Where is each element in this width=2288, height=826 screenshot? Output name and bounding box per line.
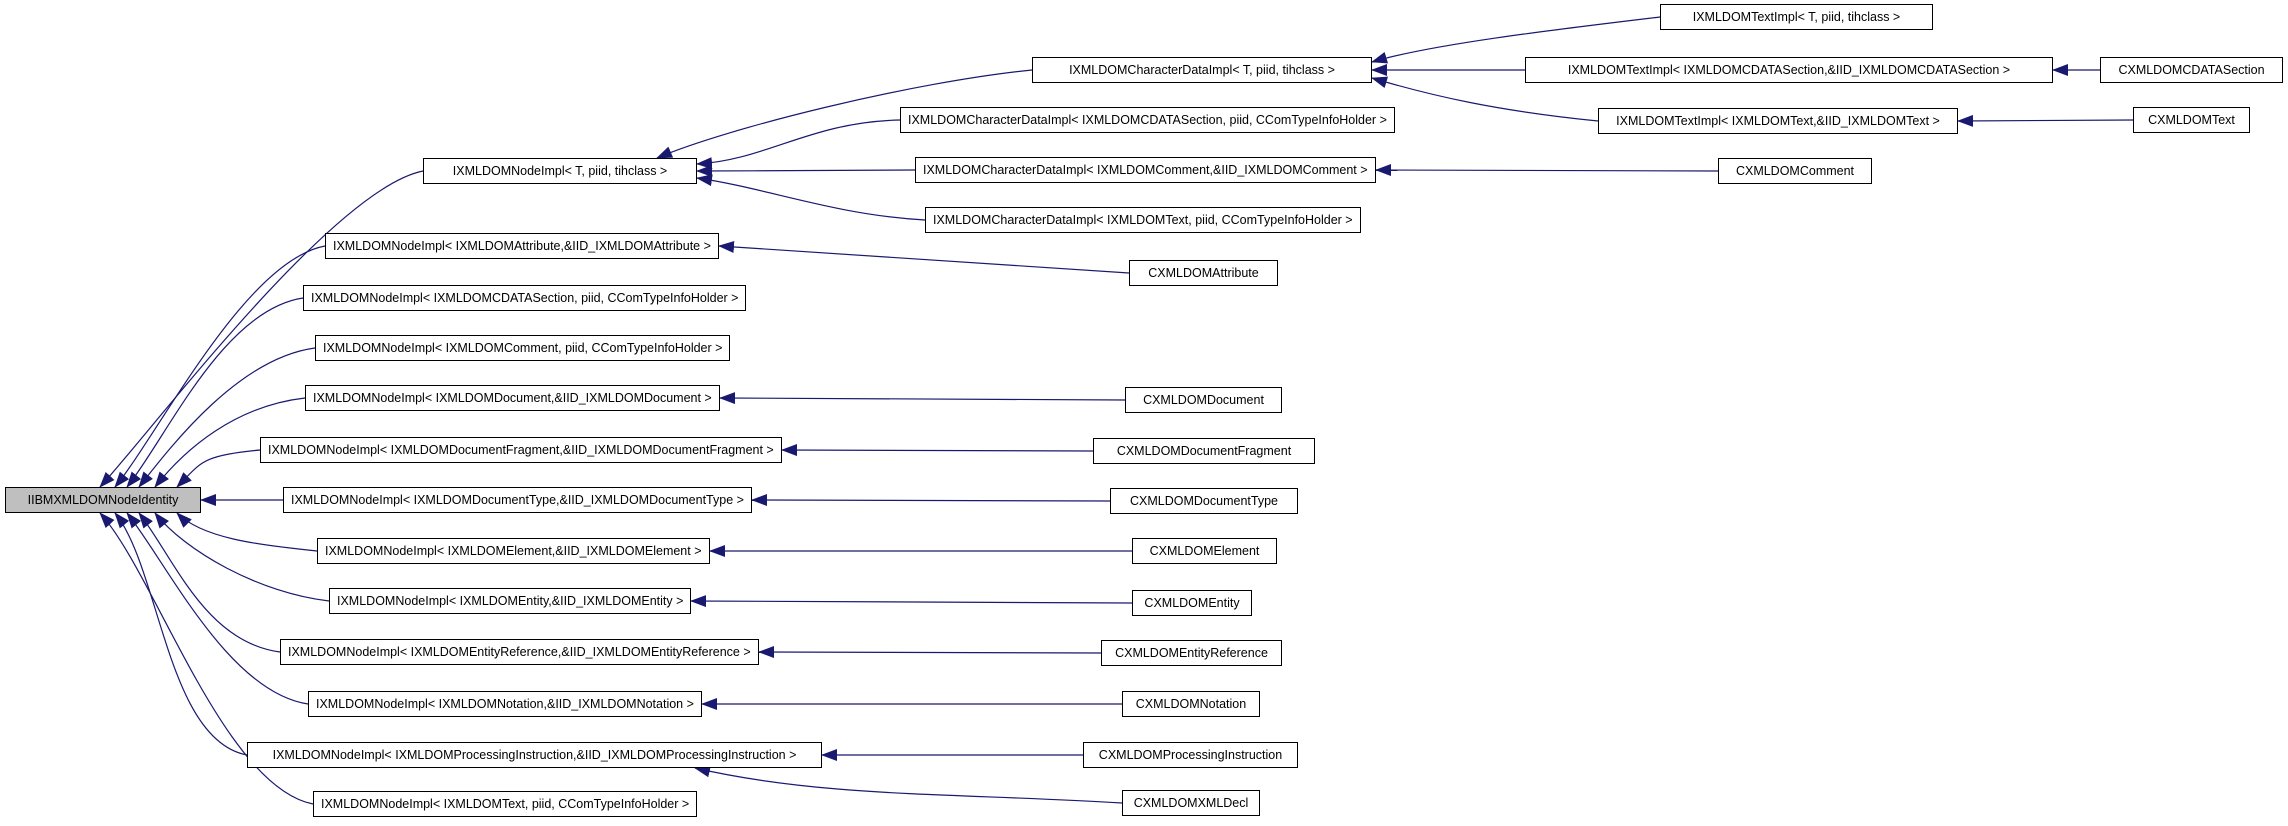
inheritance-edge-ni_pi-to-root xyxy=(114,512,248,756)
class-node-ti_cdata[interactable]: IXMLDOMTextImpl< IXMLDOMCDATASection,&II… xyxy=(1525,57,2053,83)
class-node-c_entity[interactable]: CXMLDOMEntity xyxy=(1132,590,1252,616)
inheritance-edge-ti_text-to-cd_t xyxy=(1371,76,1599,122)
class-node-c_doc[interactable]: CXMLDOMDocument xyxy=(1125,387,1282,413)
class-node-root: IIBMXMLDOMNodeIdentity xyxy=(5,487,201,513)
class-node-ni_docfrag[interactable]: IXMLDOMNodeImpl< IXMLDOMDocumentFragment… xyxy=(260,437,782,463)
inheritance-edge-cd_t-to-nodeimpl_t xyxy=(656,69,1033,159)
class-node-ni_cdata[interactable]: IXMLDOMNodeImpl< IXMLDOMCDATASection, pi… xyxy=(303,285,747,311)
inheritance-edge-c_entref-to-ni_entref xyxy=(758,646,1102,659)
class-node-c_entref[interactable]: CXMLDOMEntityReference xyxy=(1101,640,1282,666)
inheritance-edge-ni_entref-to-root xyxy=(138,512,281,653)
inheritance-edge-c_comment-to-cd_comment xyxy=(1375,164,1719,177)
inheritance-edge-nodeimpl_t-to-root xyxy=(99,170,424,488)
inheritance-edge-ni_comment-to-root xyxy=(138,347,316,488)
inheritance-edge-ni_docfrag-to-root xyxy=(176,449,261,488)
class-node-c_text[interactable]: CXMLDOMText xyxy=(2133,107,2250,133)
class-node-ni_doctype[interactable]: IXMLDOMNodeImpl< IXMLDOMDocumentType,&II… xyxy=(283,487,752,513)
inheritance-edge-ni_text-to-root xyxy=(99,512,314,805)
inheritance-edge-ni_entity-to-root xyxy=(154,512,330,602)
class-node-ni_text[interactable]: IXMLDOMNodeImpl< IXMLDOMText, piid, CCom… xyxy=(313,791,698,817)
class-node-c_pi[interactable]: CXMLDOMProcessingInstruction xyxy=(1083,742,1298,768)
class-node-c_doctype[interactable]: CXMLDOMDocumentType xyxy=(1110,488,1298,514)
class-node-ni_pi[interactable]: IXMLDOMNodeImpl< IXMLDOMProcessingInstru… xyxy=(247,742,822,768)
class-node-c_xmldecl[interactable]: CXMLDOMXMLDecl xyxy=(1122,790,1260,816)
inheritance-edge-c_text-to-ti_text xyxy=(1957,114,2134,127)
class-node-ti_text[interactable]: IXMLDOMTextImpl< IXMLDOMText,&IID_IXMLDO… xyxy=(1598,108,1958,134)
class-node-ti_t[interactable]: IXMLDOMTextImpl< T, piid, tihclass > xyxy=(1660,4,1933,30)
class-node-c_elem[interactable]: CXMLDOMElement xyxy=(1132,538,1277,564)
inheritance-edge-cd_comment-to-nodeimpl_t xyxy=(696,164,916,177)
class-node-c_cdatasec[interactable]: CXMLDOMCDATASection xyxy=(2100,57,2283,83)
class-node-ni_entref[interactable]: IXMLDOMNodeImpl< IXMLDOMEntityReference,… xyxy=(280,639,759,665)
inheritance-edge-ni_attr-to-root xyxy=(114,245,326,488)
class-node-nodeimpl_t[interactable]: IXMLDOMNodeImpl< T, piid, tihclass > xyxy=(423,158,697,184)
class-node-cd_cdata[interactable]: IXMLDOMCharacterDataImpl< IXMLDOMCDATASe… xyxy=(900,107,1395,133)
inheritance-edge-ni_notation-to-root xyxy=(126,512,309,705)
inheritance-edge-c_attr-to-ni_attr xyxy=(718,240,1130,274)
inheritance-edge-cd_text-to-nodeimpl_t xyxy=(696,174,926,221)
inheritance-edge-c_docfrag-to-ni_docfrag xyxy=(781,444,1094,457)
class-node-ni_elem[interactable]: IXMLDOMNodeImpl< IXMLDOMElement,&IID_IXM… xyxy=(317,538,710,564)
class-node-c_docfrag[interactable]: CXMLDOMDocumentFragment xyxy=(1093,438,1315,464)
class-node-cd_text[interactable]: IXMLDOMCharacterDataImpl< IXMLDOMText, p… xyxy=(925,207,1361,233)
inheritance-edge-c_doctype-to-ni_doctype xyxy=(751,494,1111,507)
inheritance-edge-c_xmldecl-to-ni_pi xyxy=(694,765,1123,804)
inheritance-edge-ni_cdata-to-root xyxy=(126,297,304,488)
class-node-cd_t[interactable]: IXMLDOMCharacterDataImpl< T, piid, tihcl… xyxy=(1032,57,1372,83)
class-node-ni_notation[interactable]: IXMLDOMNodeImpl< IXMLDOMNotation,&IID_IX… xyxy=(308,691,702,717)
class-node-c_comment[interactable]: CXMLDOMComment xyxy=(1718,158,1872,184)
inheritance-edge-ni_elem-to-root xyxy=(176,512,318,552)
class-node-ni_attr[interactable]: IXMLDOMNodeImpl< IXMLDOMAttribute,&IID_I… xyxy=(325,233,719,259)
inheritance-edge-ti_t-to-cd_t xyxy=(1371,16,1661,64)
class-node-ni_entity[interactable]: IXMLDOMNodeImpl< IXMLDOMEntity,&IID_IXML… xyxy=(329,588,692,614)
inheritance-edge-cd_cdata-to-nodeimpl_t xyxy=(696,119,901,170)
inheritance-edge-c_doc-to-ni_doc xyxy=(719,392,1126,405)
inheritance-edge-ni_doc-to-root xyxy=(154,397,306,488)
inheritance-edge-c_entity-to-ni_entity xyxy=(690,595,1133,608)
class-node-c_attr[interactable]: CXMLDOMAttribute xyxy=(1129,260,1278,286)
class-node-c_notation[interactable]: CXMLDOMNotation xyxy=(1122,691,1260,717)
class-node-ni_comment[interactable]: IXMLDOMNodeImpl< IXMLDOMComment, piid, C… xyxy=(315,335,731,361)
class-node-ni_doc[interactable]: IXMLDOMNodeImpl< IXMLDOMDocument,&IID_IX… xyxy=(305,385,720,411)
class-node-cd_comment[interactable]: IXMLDOMCharacterDataImpl< IXMLDOMComment… xyxy=(915,157,1376,183)
